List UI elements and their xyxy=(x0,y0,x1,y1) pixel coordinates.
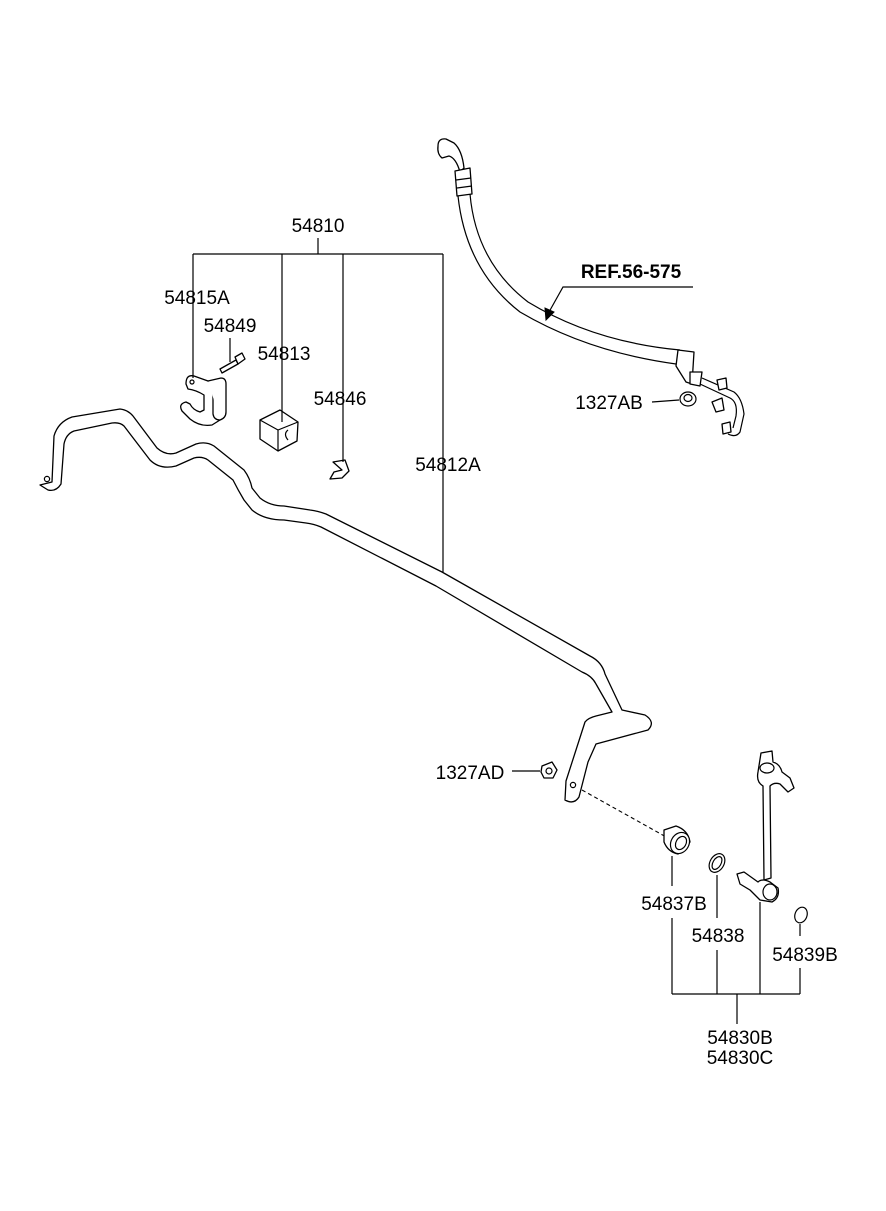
stabilizer-link xyxy=(736,750,795,903)
label-54846: 54846 xyxy=(314,389,367,410)
label-54839B: 54839B xyxy=(772,945,838,966)
label-54815A: 54815A xyxy=(164,288,230,309)
label-54812A: 54812A xyxy=(415,455,481,476)
ring-54838 xyxy=(708,853,726,873)
label-54849: 54849 xyxy=(204,316,257,337)
label-54830B: 54830B xyxy=(707,1028,773,1049)
leader-lines xyxy=(192,238,801,1024)
label-ref-56-575: REF.56-575 xyxy=(581,262,682,283)
bracket-54815A xyxy=(180,375,227,427)
label-54813: 54813 xyxy=(258,344,311,365)
label-54838: 54838 xyxy=(692,926,745,947)
brake-hose xyxy=(437,138,745,437)
bushing-54837B xyxy=(663,825,691,855)
stabilizer-bar xyxy=(39,408,652,803)
cap-54839B xyxy=(794,906,808,924)
label-1327AB: 1327AB xyxy=(575,393,643,414)
label-54837B: 54837B xyxy=(641,894,707,915)
nut-1327AB xyxy=(679,391,697,407)
label-1327AD: 1327AD xyxy=(436,763,505,784)
assembly-dashed-line xyxy=(581,789,669,839)
bolt-54849 xyxy=(219,352,246,374)
label-54830C: 54830C xyxy=(707,1048,774,1069)
nut-1327AD xyxy=(540,761,558,779)
clip-54846 xyxy=(329,459,350,480)
bushing-54813 xyxy=(259,409,299,452)
label-54810: 54810 xyxy=(292,216,345,237)
